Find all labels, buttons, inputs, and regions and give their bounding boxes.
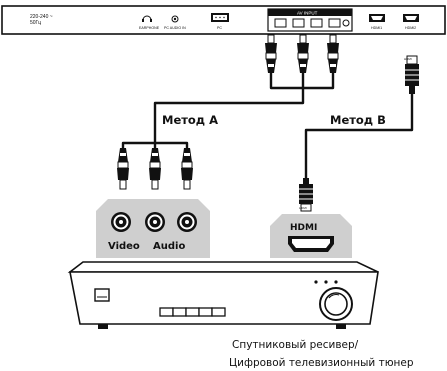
- voltage-label: 220-240 ~: [30, 14, 53, 20]
- hdmi1-port: HDMI1: [369, 14, 385, 30]
- earphone-port: EARPHONE: [139, 15, 160, 30]
- av-output-panel: Video Audio: [96, 199, 210, 258]
- rca-jack-video: [111, 212, 131, 232]
- hdmi-plug-device-label: HDMI: [299, 206, 307, 210]
- receiver-buttons: [159, 307, 226, 317]
- method-b-label: Метод В: [330, 113, 386, 127]
- hdmi2-port: HDMI2: [403, 14, 419, 30]
- receiver-top: [67, 261, 379, 273]
- device-caption-line1: Спутниковый ресивер/: [232, 339, 359, 351]
- rca-jack-audio-left: [145, 212, 165, 232]
- method-a-cable: [153, 88, 305, 143]
- receiver-device: [67, 261, 379, 329]
- rca-plug-device-1: [117, 148, 129, 190]
- earphone-label: EARPHONE: [139, 26, 160, 30]
- rca-plugs-tv: [265, 34, 339, 73]
- receiver-led-1: [314, 280, 318, 284]
- hdmi1-label: HDMI1: [371, 26, 382, 30]
- method-a-label: Метод А: [162, 113, 218, 127]
- hdmi-plug-device: HDMI: [299, 178, 313, 212]
- pc-label: PC: [217, 26, 222, 30]
- hdmi-plug-tv-label: HDMI: [404, 57, 412, 61]
- rca-plug-device-2: [149, 148, 161, 190]
- rca-plug-tv-2: [297, 34, 309, 73]
- pc-audio-in-label: PC AUDIO IN: [164, 26, 186, 30]
- receiver-led-3: [334, 280, 338, 284]
- hdmi2-label: HDMI2: [405, 26, 416, 30]
- receiver-card-slot: [94, 288, 110, 302]
- rca-jack-audio-right: [177, 212, 197, 232]
- av-cable-tv-bundle: [269, 73, 335, 90]
- av-cable-device-split: [121, 141, 189, 148]
- av-input-port: AV INPUT: [267, 8, 353, 32]
- rca-plug-tv-3: [327, 34, 339, 73]
- headphone-icon: [142, 15, 152, 21]
- receiver-led-2: [324, 280, 328, 284]
- hdmi-plug-tv: HDMI: [404, 55, 419, 94]
- pc-vga-port: PC: [211, 13, 229, 30]
- receiver-volume-knob: [319, 287, 353, 321]
- rca-plugs-device: [117, 148, 193, 190]
- tv-back-panel: 220-240 ~ 50Гц EARPHONE PC AUDIO IN PC: [1, 5, 446, 35]
- hdmi-output-panel: HDMI: [270, 214, 352, 258]
- rca-plug-device-3: [181, 148, 193, 190]
- frequency-label: 50Гц: [30, 20, 41, 26]
- method-b-cable: [304, 94, 414, 178]
- video-label: Video: [108, 241, 140, 252]
- audio-label: Audio: [153, 241, 185, 252]
- hdmi-label: HDMI: [290, 223, 317, 233]
- cables: [121, 73, 414, 178]
- device-caption-line2: Цифровой телевизионный тюнер: [229, 357, 414, 369]
- pc-audio-in-port: PC AUDIO IN: [164, 15, 186, 30]
- rca-plug-tv-1: [265, 34, 277, 73]
- receiver-front: [69, 271, 379, 325]
- av-input-label: AV INPUT: [297, 11, 318, 16]
